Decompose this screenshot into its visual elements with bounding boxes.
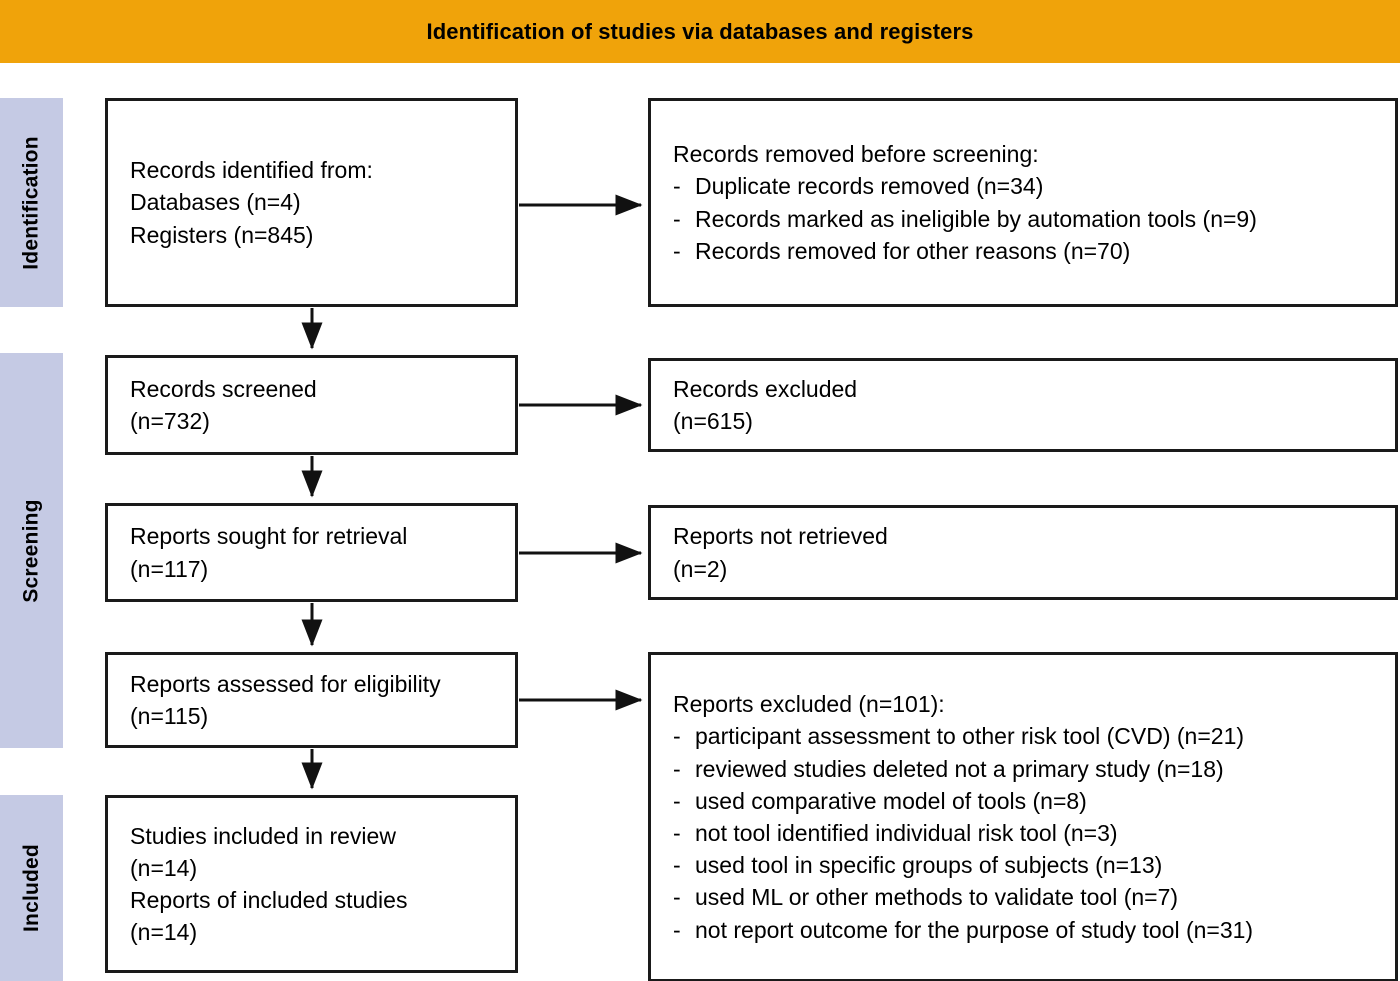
list-item: -reviewed studies deleted not a primary … [673,753,1373,785]
reports-included-label: Reports of included studies [130,887,408,913]
list-item: -not report outcome for the purpose of s… [673,914,1373,946]
list-item-text: not report outcome for the purpose of st… [695,916,1254,943]
stage-band-identification: Identification [0,98,63,307]
records-excluded-label: Records excluded [673,375,858,402]
studies-included-label: Studies included in review [130,822,396,849]
list-item: -Records removed for other reasons (n=70… [673,235,1373,267]
bullet-dash: - [673,787,681,814]
records-removed-list: -Duplicate records removed (n=34) -Recor… [673,170,1373,267]
list-item-text: used tool in specific groups of subjects… [695,852,1163,879]
header-banner [0,0,1400,63]
box-records-screened: Records screened (n=732) [105,355,518,455]
list-item: -Duplicate records removed (n=34) [673,170,1373,202]
box-records-excluded: Records excluded (n=615) [648,358,1398,452]
box-reports-not-retrieved: Reports not retrieved (n=2) [648,505,1398,600]
records-screened-label: Records screened [130,375,317,402]
box-records-removed: Records removed before screening: -Dupli… [648,98,1398,307]
list-item: -Records marked as ineligible by automat… [673,203,1373,235]
records-identified-databases: Databases (n=4) [130,189,301,216]
records-removed-heading: Records removed before screening: [673,138,1373,170]
records-screened-count: (n=732) [130,408,210,434]
stage-band-included: Included [0,795,63,981]
box-studies-included: Studies included in review (n=14) Report… [105,795,518,973]
reports-excluded-list: -participant assessment to other risk to… [673,720,1373,945]
box-reports-assessed: Reports assessed for eligibility (n=115) [105,652,518,748]
list-item-text: not tool identified individual risk tool… [695,820,1118,846]
list-item-text: used comparative model of tools (n=8) [695,787,1087,814]
box-records-identified: Records identified from: Databases (n=4)… [105,98,518,307]
bullet-dash: - [673,205,681,232]
records-excluded-count: (n=615) [673,408,753,434]
list-item-text: Records removed for other reasons (n=70) [695,237,1131,264]
list-item: -not tool identified individual risk too… [673,817,1373,849]
list-item: -used tool in specific groups of subject… [673,849,1373,881]
bullet-dash: - [673,237,681,264]
bullet-dash: - [673,723,681,750]
box-reports-excluded: Reports excluded (n=101): -participant a… [648,652,1398,981]
bullet-dash: - [673,916,681,943]
bullet-dash: - [673,852,681,879]
reports-assessed-count: (n=115) [130,703,209,729]
records-removed-heading-italic: before screening: [860,141,1039,168]
list-item-text: reviewed studies deleted not a primary s… [695,755,1224,782]
reports-not-retrieved-count: (n=2) [673,555,728,582]
reports-included-count: (n=14) [130,919,198,946]
reports-not-retrieved-label: Reports not retrieved [673,523,888,550]
bullet-dash: - [673,884,681,911]
bullet-dash: - [673,755,681,782]
list-item: -used ML or other methods to validate to… [673,881,1373,913]
list-item: -used comparative model of tools (n=8) [673,785,1373,817]
reports-sought-label: Reports sought for retrieval [130,523,408,550]
records-removed-heading-plain: Records removed [673,141,861,168]
records-identified-line-1: Records identified from: [130,157,373,184]
list-item-text: Duplicate records removed (n=34) [695,173,1044,200]
reports-excluded-heading: Reports excluded (n=101): [673,691,945,718]
bullet-dash: - [673,173,681,200]
stage-band-screening: Screening [0,353,63,748]
list-item: -participant assessment to other risk to… [673,720,1373,752]
list-item-text: participant assessment to other risk too… [695,723,1245,750]
list-item-text: used ML or other methods to validate too… [695,884,1179,911]
records-identified-registers: Registers (n=845) [130,221,314,248]
reports-assessed-label: Reports assessed for eligibility [130,670,441,697]
reports-sought-count: (n=117) [130,555,209,582]
bullet-dash: - [673,820,681,846]
box-reports-sought: Reports sought for retrieval (n=117) [105,503,518,602]
list-item-text: Records marked as ineligible by automati… [695,205,1257,232]
studies-included-count: (n=14) [130,854,198,881]
page-title: Identification of studies via databases … [426,18,974,44]
